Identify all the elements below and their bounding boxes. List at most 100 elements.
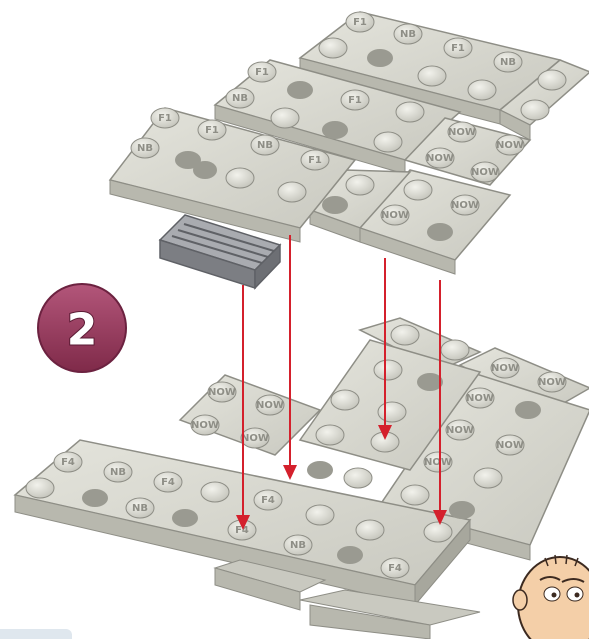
step-number-badge: 2 — [37, 283, 127, 373]
stud — [440, 339, 470, 361]
grille-tile-1x2 — [158, 214, 282, 290]
stud-label: F1 — [348, 95, 362, 106]
stud — [355, 519, 385, 541]
stud-label: NOW — [448, 127, 476, 138]
stud: NB — [493, 51, 523, 73]
stud-hole — [337, 546, 363, 564]
stud — [315, 424, 345, 446]
stud-label: F4 — [61, 457, 75, 468]
stud — [400, 484, 430, 506]
stud-hole — [82, 489, 108, 507]
stud — [473, 467, 503, 489]
stud-label: F1 — [353, 17, 367, 28]
assembly-arrows — [236, 235, 447, 530]
stud-label: NOW — [381, 210, 409, 221]
stud — [467, 79, 497, 101]
stud — [277, 181, 307, 203]
stud: F4 — [53, 451, 83, 473]
stud-hole — [367, 49, 393, 67]
stud-label: F1 — [255, 67, 269, 78]
stud: NB — [125, 497, 155, 519]
stud: NB — [225, 87, 255, 109]
stud: NB — [393, 23, 423, 45]
stud-label: NB — [500, 57, 516, 68]
step-number: 2 — [67, 305, 98, 356]
stud-label: F4 — [235, 525, 249, 536]
stud — [345, 174, 375, 196]
stud-label: NOW — [424, 457, 452, 468]
stud-label: NOW — [496, 140, 524, 151]
stud-label: NOW — [426, 153, 454, 164]
stud: F1 — [150, 107, 180, 129]
stud-label: NOW — [496, 440, 524, 451]
stud — [330, 389, 360, 411]
arrow-2 — [283, 235, 297, 480]
stud: NOW — [470, 161, 500, 183]
stud: NOW — [207, 381, 237, 403]
stud-label: NB — [110, 467, 126, 478]
stud-label: NB — [257, 140, 273, 151]
stud-label: NB — [132, 503, 148, 514]
stud-hole — [427, 223, 453, 241]
stud-hole — [322, 121, 348, 139]
stud-grid-bottom: F4 NB F4 NB F4 F4 NB F4 NOW NOW NOW NOW — [25, 324, 567, 579]
stud: NOW — [450, 194, 480, 216]
stud-label: NOW — [538, 377, 566, 388]
stud-label: NOW — [446, 425, 474, 436]
arrow-3 — [378, 258, 392, 440]
stud: F4 — [153, 471, 183, 493]
stud-grid-top: F1 NB F1 NB F1 NB F1 F1 NB F1 NB F1 — [130, 11, 567, 241]
stud — [377, 401, 407, 423]
stud-label: F4 — [261, 495, 275, 506]
stud-label: NB — [232, 93, 248, 104]
stud: NOW — [495, 434, 525, 456]
stud: NOW — [465, 387, 495, 409]
stud-hole — [175, 151, 201, 169]
stud-label: F4 — [161, 477, 175, 488]
page-tab — [0, 629, 72, 639]
stud-hole — [172, 509, 198, 527]
stud-label: NOW — [208, 387, 236, 398]
stud-label: F4 — [388, 563, 402, 574]
stud — [270, 107, 300, 129]
stud-label: NB — [290, 540, 306, 551]
stud-label: NB — [400, 29, 416, 40]
stud-label: F1 — [158, 113, 172, 124]
stud-hole — [287, 81, 313, 99]
stud — [25, 477, 55, 499]
stud-label: F1 — [308, 155, 322, 166]
stud: NOW — [537, 371, 567, 393]
stud: NB — [283, 534, 313, 556]
stud: F1 — [345, 11, 375, 33]
stud — [423, 521, 453, 543]
stud-label: NOW — [256, 400, 284, 411]
minifig-head — [512, 554, 589, 639]
stud: F1 — [247, 61, 277, 83]
stud-label: F1 — [205, 125, 219, 136]
arrow-1 — [236, 285, 250, 530]
stud — [417, 65, 447, 87]
stud-label: NOW — [491, 363, 519, 374]
arrow-4 — [433, 280, 447, 525]
stud: NOW — [425, 147, 455, 169]
stud — [200, 481, 230, 503]
stud-label: F1 — [451, 43, 465, 54]
stud-hole — [307, 461, 333, 479]
stud: NB — [103, 461, 133, 483]
stud: NOW — [495, 134, 525, 156]
stud — [343, 467, 373, 489]
stud: NOW — [423, 451, 453, 473]
stud: NB — [130, 137, 160, 159]
stud — [395, 101, 425, 123]
stud-label: NOW — [471, 167, 499, 178]
stud — [373, 359, 403, 381]
stud — [373, 131, 403, 153]
stud — [390, 324, 420, 346]
bottom-assembly: F4 NB F4 NB F4 F4 NB F4 NOW NOW NOW NOW — [13, 317, 589, 639]
stud: NOW — [380, 204, 410, 226]
stud-hole — [417, 373, 443, 391]
stud-label: NOW — [191, 420, 219, 431]
stud — [403, 179, 433, 201]
stud — [225, 167, 255, 189]
stud-hole — [449, 501, 475, 519]
